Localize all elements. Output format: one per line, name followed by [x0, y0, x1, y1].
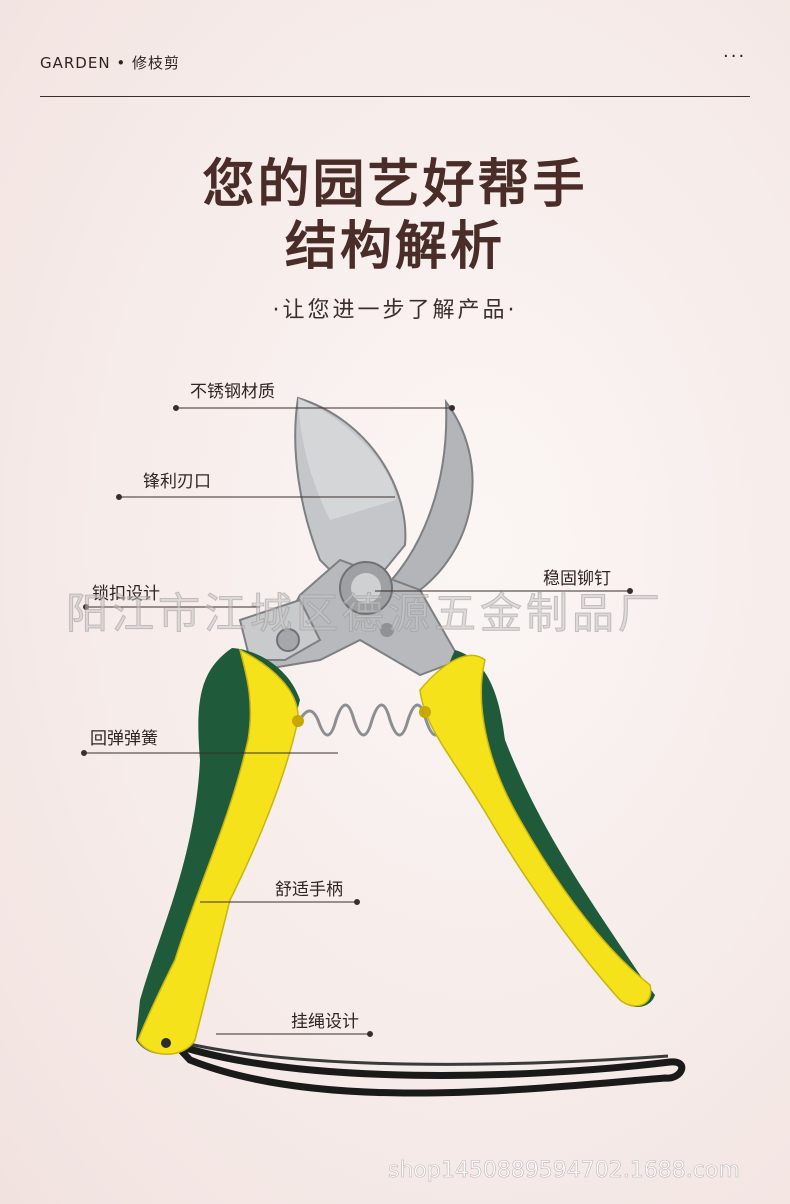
pivot-body [238, 558, 462, 677]
lanyard-loop [164, 1037, 686, 1097]
callout-lock: 锁扣设计 [92, 584, 160, 604]
callout-rivet: 稳固铆钉 [543, 569, 611, 589]
right-handle [419, 650, 655, 1007]
page-subtitle: ·让您进一步了解产品· [272, 298, 518, 323]
brand-label: GARDEN • 修枝剪 [40, 54, 180, 72]
left-handle [136, 648, 304, 1055]
shop-watermark: 阳江市江城区德源五金制品厂 [65, 589, 665, 639]
callout-material: 不锈钢材质 [190, 382, 275, 402]
callout-blade: 锋利刃口 [143, 472, 211, 492]
callout-handle: 舒适手柄 [275, 880, 343, 900]
callout-spring: 回弹弹簧 [90, 729, 158, 749]
header-divider [40, 96, 750, 97]
more-menu-icon[interactable]: ··· [723, 46, 747, 67]
callout-lines [81, 405, 633, 1037]
callout-lanyard: 挂绳设计 [291, 1012, 359, 1032]
page-title-line2: 结构解析 [284, 217, 505, 277]
footer-watermark: shop1450889594702.1688.com [388, 1158, 740, 1184]
page-title-line1: 您的园艺好帮手 [202, 155, 588, 215]
cutting-blade [294, 396, 407, 602]
